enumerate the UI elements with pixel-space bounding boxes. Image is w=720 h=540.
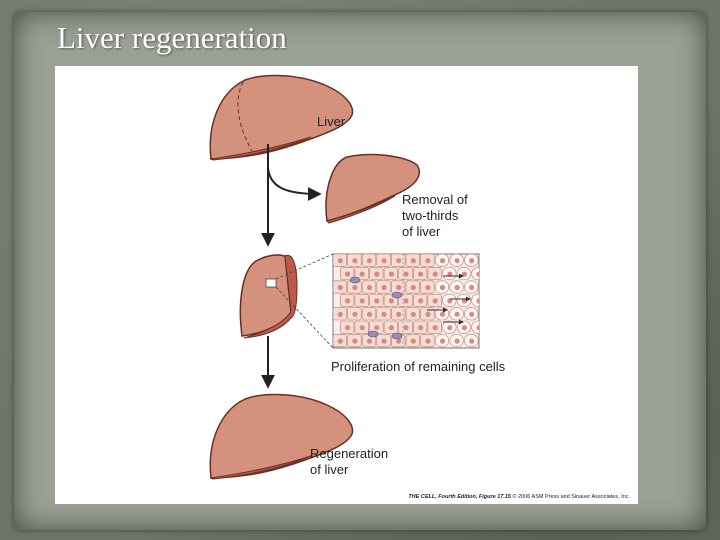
- cell-nucleus: [366, 311, 373, 317]
- cell-nucleus: [425, 311, 431, 317]
- remaining-liver-shape: [239, 254, 298, 339]
- cell-nucleus: [359, 271, 365, 277]
- cell-nucleus: [418, 325, 424, 331]
- cell-nucleus: [396, 338, 402, 344]
- cell-nucleus: [476, 271, 479, 277]
- zoom-line-bottom: [275, 286, 334, 349]
- credit-copyright: © 2006 ASM Press and Sinauer Associates,…: [512, 494, 630, 500]
- cell-nucleus: [359, 325, 365, 331]
- cell-nucleus: [366, 284, 373, 291]
- dividing-cell: [391, 291, 403, 299]
- cell-nucleus: [439, 284, 446, 291]
- zoom-line-top: [275, 253, 334, 280]
- cell-nucleus: [345, 325, 351, 331]
- cell-nucleus: [366, 338, 373, 344]
- cell-nucleus: [381, 258, 387, 264]
- label-removal-line1: Removal of: [402, 192, 468, 207]
- cell-nucleus: [425, 338, 431, 344]
- label-removal-line2: two-thirds: [402, 208, 459, 223]
- cell-nucleus: [432, 298, 438, 304]
- liver-regeneration-diagram: [209, 74, 480, 480]
- cell-nucleus: [359, 298, 365, 304]
- label-regeneration-line2: of liver: [310, 462, 349, 477]
- cell-nucleus: [337, 338, 343, 344]
- cell-nucleus: [374, 298, 380, 304]
- liver-cell: [471, 320, 479, 334]
- cell-nucleus: [439, 311, 446, 317]
- cell-nucleus: [381, 284, 387, 291]
- cell-nucleus: [476, 298, 479, 304]
- whole-liver-shape: [209, 74, 354, 161]
- cell-nucleus: [337, 284, 343, 291]
- dividing-cell: [391, 332, 403, 340]
- label-proliferation: Proliferation of remaining cells: [331, 359, 506, 374]
- cell-nucleus: [418, 298, 424, 304]
- liver-cell: [471, 267, 479, 281]
- cell-nucleus: [454, 311, 460, 317]
- cell-nucleus: [337, 258, 343, 264]
- slide-title: Liver regeneration: [57, 20, 287, 55]
- cell-nucleus: [425, 258, 431, 264]
- cell-nucleus: [337, 311, 343, 317]
- cell-nucleus: [418, 271, 424, 277]
- cell-nucleus: [447, 325, 453, 331]
- cell-nucleus: [469, 311, 475, 317]
- cell-nucleus: [461, 325, 467, 331]
- cell-nucleus: [352, 258, 358, 264]
- cell-nucleus: [439, 338, 446, 344]
- credit-book: THE CELL, Fourth Edition, Figure 17.15: [408, 494, 511, 500]
- label-liver: Liver: [317, 114, 346, 129]
- cell-nucleus: [447, 271, 453, 277]
- cell-nucleus: [410, 311, 416, 317]
- regenerated-liver-shape: [209, 393, 354, 480]
- cell-nucleus: [469, 284, 475, 291]
- cell-nucleus: [432, 271, 438, 277]
- cell-nucleus: [374, 325, 380, 331]
- dividing-cell: [349, 276, 361, 284]
- cell-nucleus: [403, 271, 409, 277]
- cell-nucleus: [374, 271, 380, 277]
- cell-nucleus: [403, 298, 409, 304]
- cell-proliferation-inset: [332, 253, 480, 349]
- cell-nucleus: [388, 298, 394, 304]
- liver-cell: [471, 293, 479, 307]
- cell-nucleus: [381, 338, 387, 344]
- cell-nucleus: [396, 284, 402, 291]
- cell-nucleus: [381, 311, 387, 317]
- figure-credit: THE CELL, Fourth Edition, Figure 17.15 ©…: [408, 494, 630, 500]
- cell-nucleus: [352, 284, 358, 291]
- cell-nucleus: [447, 298, 453, 304]
- cell-nucleus: [410, 338, 416, 344]
- cell-nucleus: [454, 338, 460, 344]
- dividing-cell: [367, 330, 379, 338]
- figure-panel: Liver Removal of two-thirds of liver Pro…: [55, 66, 638, 504]
- removal-arrow: [267, 167, 322, 201]
- cell-nucleus: [461, 298, 467, 304]
- cell-nucleus: [345, 271, 351, 277]
- cell-nucleus: [410, 258, 416, 264]
- cell-nucleus: [425, 284, 431, 291]
- cell-nucleus: [403, 325, 409, 331]
- cell-nucleus: [432, 325, 438, 331]
- removed-liver-shape: [325, 153, 421, 224]
- label-removal-line3: of liver: [402, 224, 441, 239]
- cell-nucleus: [388, 271, 394, 277]
- cell-nucleus: [345, 298, 351, 304]
- cell-nucleus: [476, 325, 479, 331]
- cell-nucleus: [396, 258, 402, 264]
- cell-nucleus: [396, 311, 402, 317]
- cell-nucleus: [454, 258, 460, 264]
- label-regeneration-line1: Regeneration: [310, 446, 389, 461]
- cell-nucleus: [439, 258, 446, 264]
- cell-nucleus: [469, 338, 475, 344]
- cell-nucleus: [388, 325, 394, 331]
- cell-nucleus: [410, 284, 416, 291]
- cell-nucleus: [454, 284, 460, 291]
- cell-nucleus: [352, 338, 358, 344]
- cell-nucleus: [469, 258, 475, 264]
- cell-nucleus: [366, 258, 373, 264]
- zoom-region-box: [265, 278, 277, 288]
- cell-nucleus: [352, 311, 358, 317]
